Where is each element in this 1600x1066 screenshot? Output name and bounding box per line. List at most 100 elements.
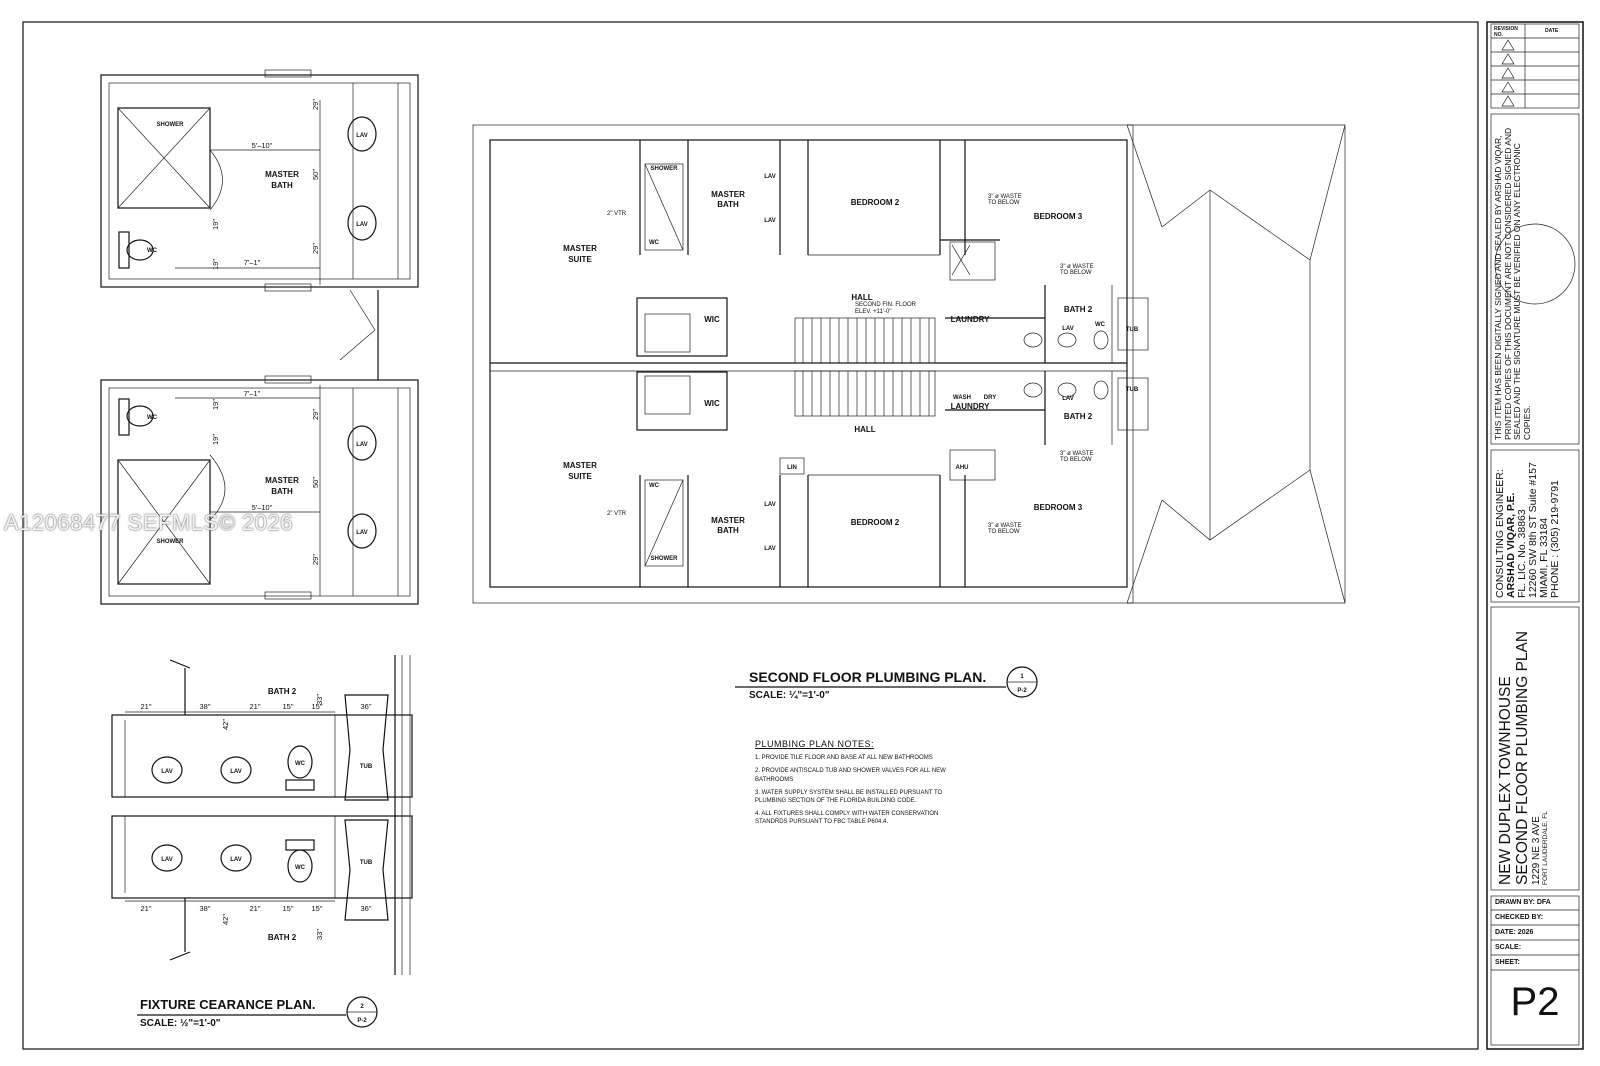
label-master-suite-upper-2: SUITE <box>568 255 592 264</box>
label-master-suite-lower-2: SUITE <box>568 472 592 481</box>
dim-fc-38b: 38" <box>199 904 210 913</box>
sheet-border <box>22 21 1479 1050</box>
project-title-block: NEW DUPLEX TOWNHOUSE SECOND FLOOR PLUMBI… <box>1497 631 1549 885</box>
label-laundry-lower: LAUNDRY <box>951 402 990 411</box>
dim-fc-21b: 21" <box>249 702 260 711</box>
label-lav-plan-u2: LAV <box>764 218 776 224</box>
dim-fc-36b: 36" <box>360 904 371 913</box>
label-dry: DRY <box>984 395 996 401</box>
label-tub-fc-1: TUB <box>360 764 373 770</box>
fixture-clearance-plan <box>111 655 413 975</box>
label-shower-lower: SHOWER <box>157 539 185 545</box>
engineer-box <box>1490 449 1580 603</box>
dim-fc-21d: 21" <box>249 904 260 913</box>
dim-fc-33b: 33" <box>315 929 324 940</box>
label-wic-upper: WIC <box>704 315 720 324</box>
dim-50-a: 50" <box>311 169 320 180</box>
label-lav-plan-u1: LAV <box>764 174 776 180</box>
dim-fc-33a: 33" <box>315 694 324 705</box>
checked-by: CHECKED BY: <box>1495 914 1544 921</box>
label-lav-fc-4: LAV <box>230 857 242 863</box>
date-line: DATE: 2026 <box>1495 929 1534 936</box>
label-master-bath-plan-upper-2: BATH <box>717 200 739 209</box>
label-hall-elev: ELEV. +11'-0" <box>855 309 891 315</box>
label-tobelow-1: TO BELOW <box>988 200 1020 206</box>
label-master-suite-upper-1: MASTER <box>563 244 597 253</box>
plan1-bubble-number: 1 <box>1020 674 1024 680</box>
label-tobelow-4: TO BELOW <box>988 529 1020 535</box>
label-wc-fc-2: WC <box>295 865 306 871</box>
dim-50-b: 50" <box>311 477 320 488</box>
label-bedroom3-lower: BEDROOM 3 <box>1034 503 1083 512</box>
note-3: 3. WATER SUPPLY SYSTEM SHALL BE INSTALLE… <box>755 789 943 796</box>
dim-29-d: 29" <box>311 554 320 565</box>
seal-note: THIS ITEM HAS BEEN DIGITALLY SIGNED AND … <box>1493 127 1532 440</box>
label-lav-lower-2: LAV <box>356 530 368 536</box>
label-tub-upper: TUB <box>1126 327 1139 333</box>
revision-date-label: DATE <box>1545 28 1559 34</box>
dim-19-a: 19" <box>211 219 220 230</box>
label-tub-fc-2: TUB <box>360 860 373 866</box>
dim-fc-42a: 42" <box>221 719 230 730</box>
label-lav-fc-3: LAV <box>161 857 173 863</box>
dim-fc-15a: 15" <box>282 702 293 711</box>
sheet-info-box <box>1490 895 1580 1046</box>
title-block-border <box>1486 21 1584 1050</box>
dim-fc-38a: 38" <box>199 702 210 711</box>
label-master-bath-upper-1: MASTER <box>265 170 299 179</box>
dim-29-c: 29" <box>311 409 320 420</box>
label-tobelow-2: TO BELOW <box>1060 270 1092 276</box>
plan1-scale: SCALE: ¼"=1'-0" <box>749 690 830 701</box>
project-title-2: SECOND FLOOR PLUMBING PLAN <box>1514 630 1531 885</box>
label-master-suite-lower-1: MASTER <box>563 461 597 470</box>
label-wic-lower: WIC <box>704 399 720 408</box>
label-wc-lower: WC <box>147 415 158 421</box>
sheet-line: SHEET: <box>1495 959 1520 966</box>
engineer-phone: PHONE : (305) 219-9791 <box>1549 480 1561 598</box>
label-lav-lower-1: LAV <box>356 442 368 448</box>
label-master-bath-upper-2: BATH <box>271 181 293 190</box>
label-wc-plan-upper: WC <box>649 240 660 246</box>
label-wc-plan-lower: WC <box>649 483 660 489</box>
label-laundry-upper: LAUNDRY <box>951 315 990 324</box>
label-hall-sub: SECOND FIN. FLOOR <box>855 302 917 308</box>
notes-heading: PLUMBING PLAN NOTES: <box>755 739 875 749</box>
label-bedroom2-upper: BEDROOM 2 <box>851 198 900 207</box>
dim-7-1-lower: 7'–1" <box>244 389 261 398</box>
plan2-bubble-number: 2 <box>360 1004 364 1010</box>
label-wash: WASH <box>953 395 971 401</box>
label-master-bath-lower-2: BATH <box>271 487 293 496</box>
dim-fc-15c: 15" <box>282 904 293 913</box>
label-lav-bath2-lower: LAV <box>1062 396 1074 402</box>
label-waste-2: 3" ø WASTE <box>1060 264 1094 270</box>
label-lav-upper-1: LAV <box>356 133 368 139</box>
note-2-cont: BATHROOMS <box>755 776 794 783</box>
label-master-bath-plan-lower-2: BATH <box>717 526 739 535</box>
drawn-by: DRAWN BY: DFA <box>1495 899 1551 906</box>
note-4: 4. ALL FIXTURES SHALL COMPLY WITH WATER … <box>755 811 939 818</box>
label-waste-4: 3" ø WASTE <box>988 523 1022 529</box>
label-lav-plan-l1: LAV <box>764 502 776 508</box>
dim-19-b: 19" <box>211 259 220 270</box>
label-bedroom3-upper: BEDROOM 3 <box>1034 212 1083 221</box>
dim-7-1-upper: 7'–1" <box>244 258 261 267</box>
plan2-bubble-sheet: P-2 <box>357 1018 367 1024</box>
label-shower-upper: SHOWER <box>157 122 185 128</box>
dim-fc-21a: 21" <box>140 702 151 711</box>
dim-fc-36a: 36" <box>360 702 371 711</box>
label-bath2-fc-upper: BATH 2 <box>268 687 297 696</box>
label-bath2-lower: BATH 2 <box>1064 412 1093 421</box>
label-tub-lower: TUB <box>1126 387 1139 393</box>
label-vtr-upper: 2" VTR <box>607 211 627 217</box>
note-4-cont: STANDRDS PURSUANT TO FBC TABLE P604.4. <box>755 819 889 826</box>
plumbing-notes: PLUMBING PLAN NOTES: 1. PROVIDE TILE FLO… <box>755 739 985 827</box>
label-hall-lower: HALL <box>854 425 875 434</box>
label-lav-upper-2: LAV <box>356 222 368 228</box>
dim-fc-21c: 21" <box>140 904 151 913</box>
label-waste-1: 3" ø WASTE <box>988 194 1022 200</box>
dim-5-10-upper: 5'–10" <box>252 141 273 150</box>
master-bath-enlarged-lower <box>100 375 419 605</box>
dim-29-a: 29" <box>311 99 320 110</box>
project-title-1: NEW DUPLEX TOWNHOUSE <box>1497 676 1514 885</box>
master-bath-enlarged-upper <box>100 69 419 380</box>
